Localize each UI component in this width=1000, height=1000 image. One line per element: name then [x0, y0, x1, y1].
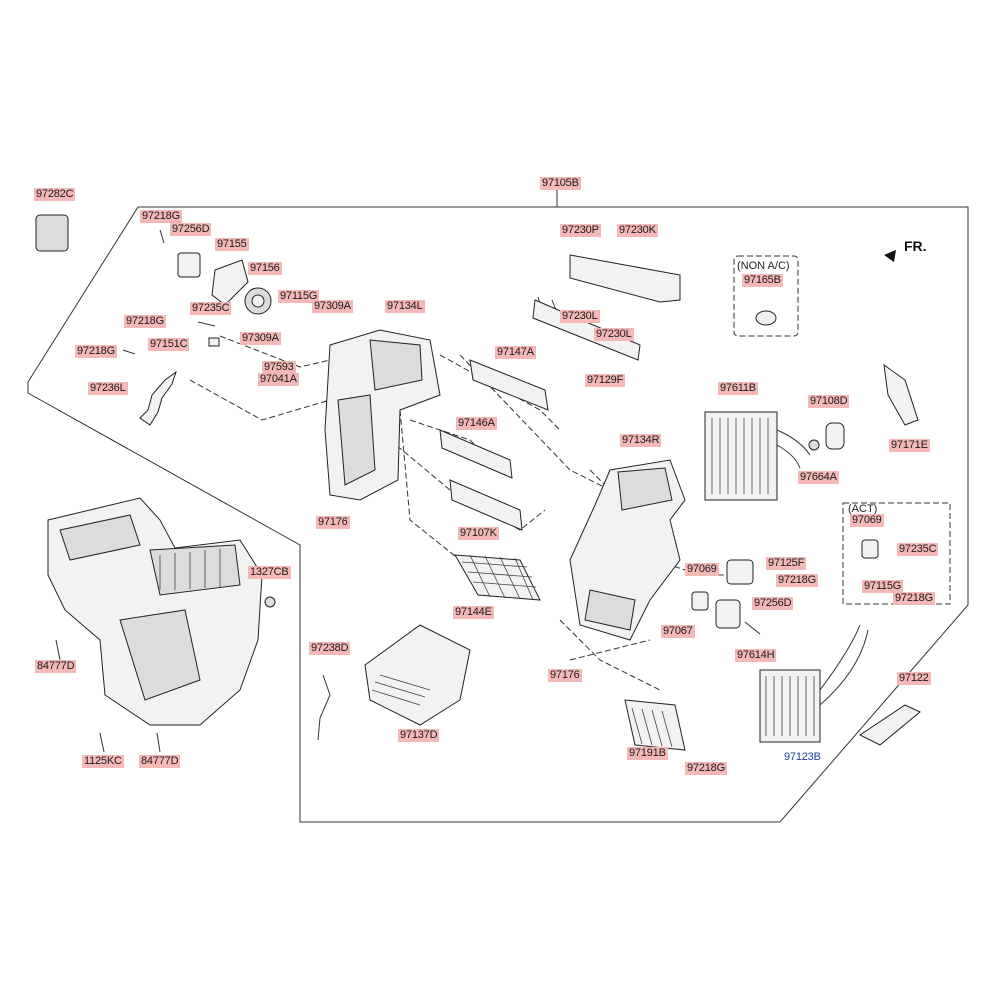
label-97235C[interactable]: 97235C [190, 302, 232, 315]
label-97134L[interactable]: 97134L [385, 300, 425, 313]
label-1327CB[interactable]: 1327CB [248, 566, 291, 579]
part-97137D-tray [364, 624, 471, 726]
label-97664A[interactable]: 97664A [798, 471, 839, 484]
label-97115G[interactable]: 97115G [278, 290, 320, 303]
label-97156[interactable]: 97156 [248, 262, 282, 275]
assembled-hvac-unit [47, 497, 276, 726]
label-97105B[interactable]: 97105B [540, 177, 581, 190]
assembly-outline [27, 206, 969, 823]
part-97108D [825, 422, 845, 450]
direction-label: FR. [904, 238, 927, 254]
part-97230K [569, 254, 681, 303]
label-97235C[interactable]: 97235C [897, 543, 939, 556]
part-97146A [439, 429, 513, 479]
part-97256D-actuator [177, 252, 201, 278]
label-97125F[interactable]: 97125F [766, 557, 807, 570]
label-97176[interactable]: 97176 [316, 516, 350, 529]
label-97230P[interactable]: 97230P [560, 224, 601, 237]
label-97614H[interactable]: 97614H [735, 649, 777, 662]
label-1125KC[interactable]: 1125KC [82, 755, 124, 768]
label-97069[interactable]: 97069 [850, 514, 884, 527]
label-97146A[interactable]: 97146A [456, 417, 497, 430]
label-97041A[interactable]: 97041A [258, 373, 299, 386]
note-act: (ACT) [848, 503, 878, 515]
label-97282C[interactable]: 97282C [34, 188, 76, 201]
label-97144E[interactable]: 97144E [453, 606, 494, 619]
part-97155 [211, 259, 249, 306]
part-97191B-filter [624, 699, 686, 751]
note-non-ac: (NON A/C) [737, 260, 790, 272]
label-97230L[interactable]: 97230L [594, 328, 634, 341]
label-97123B[interactable]: 97123B [782, 751, 823, 764]
label-97218G[interactable]: 97218G [75, 345, 117, 358]
label-97236L[interactable]: 97236L [88, 382, 128, 395]
part-97144E-grid [454, 554, 541, 601]
label-97134R[interactable]: 97134R [620, 434, 662, 447]
label-97151C[interactable]: 97151C [148, 338, 190, 351]
label-97171E[interactable]: 97171E [889, 439, 930, 452]
part-97122-pipe [859, 704, 921, 746]
label-97115G[interactable]: 97115G [862, 580, 904, 593]
label-97256D[interactable]: 97256D [752, 597, 794, 610]
label-97176[interactable]: 97176 [548, 669, 582, 682]
label-97218G[interactable]: 97218G [685, 762, 727, 775]
label-97107K[interactable]: 97107K [458, 527, 499, 540]
part-97236L-link [139, 370, 177, 426]
part-97107K [449, 479, 523, 531]
part-97171E [883, 363, 919, 426]
label-97129F[interactable]: 97129F [585, 374, 626, 387]
part-97282C [35, 214, 69, 252]
label-97230L[interactable]: 97230L [560, 310, 600, 323]
label-97122[interactable]: 97122 [897, 672, 931, 685]
label-97067[interactable]: 97067 [661, 625, 695, 638]
part-97165B [755, 310, 777, 326]
label-97256D[interactable]: 97256D [170, 223, 212, 236]
part-97069-actuator [691, 591, 709, 611]
label-97309A[interactable]: 97309A [240, 332, 281, 345]
label-97165B[interactable]: 97165B [742, 274, 783, 287]
label-97218G[interactable]: 97218G [140, 210, 182, 223]
label-97137D[interactable]: 97137D [398, 729, 440, 742]
label-97238D[interactable]: 97238D [309, 642, 351, 655]
label-97191B[interactable]: 97191B [627, 747, 668, 760]
label-97218G[interactable]: 97218G [776, 574, 818, 587]
label-97593[interactable]: 97593 [262, 361, 296, 374]
part-97664A [808, 439, 820, 451]
label-84777D[interactable]: 84777D [35, 660, 77, 673]
label-97611B[interactable]: 97611B [718, 382, 758, 395]
label-84777D[interactable]: 84777D [139, 755, 181, 768]
label-97218G[interactable]: 97218G [893, 592, 935, 605]
label-97069[interactable]: 97069 [685, 563, 719, 576]
part-97147A [469, 359, 549, 411]
label-97218G[interactable]: 97218G [124, 315, 166, 328]
label-97309A[interactable]: 97309A [312, 300, 353, 313]
non-ac-box [733, 255, 799, 337]
part-97123B-core [759, 624, 869, 743]
label-97155[interactable]: 97155 [215, 238, 249, 251]
label-97230K[interactable]: 97230K [617, 224, 658, 237]
label-97108D[interactable]: 97108D [808, 395, 850, 408]
fr-arrow-icon [884, 250, 896, 262]
label-97147A[interactable]: 97147A [495, 346, 536, 359]
part-97125F [726, 559, 754, 585]
part-97238D-hose [317, 674, 331, 741]
part-97256D-actuator-b [715, 599, 741, 629]
part-97611B-core [704, 411, 811, 501]
